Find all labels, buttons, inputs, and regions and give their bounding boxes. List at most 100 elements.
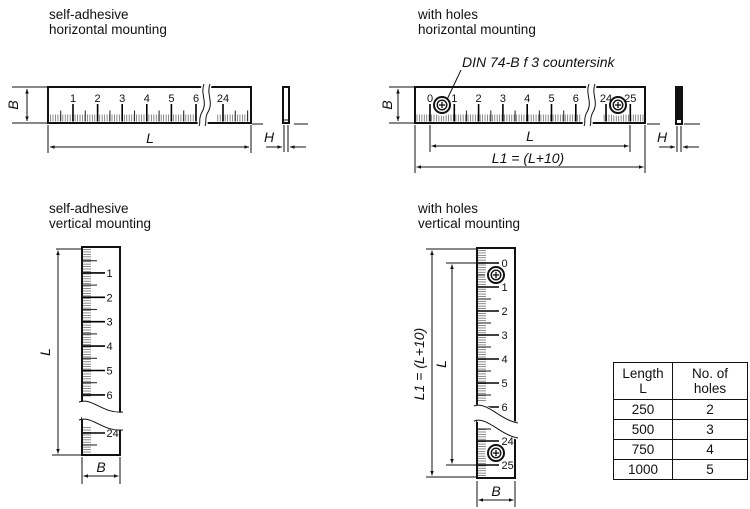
fig3-break-gap <box>75 401 124 430</box>
fig1-break-gap <box>197 82 213 129</box>
fig2-L1-label: L1 = (L+10) <box>492 150 564 166</box>
scale-number: 24 <box>502 436 514 448</box>
scale-number: 1 <box>502 282 508 294</box>
fig3-title: self-adhesive vertical mounting <box>49 201 151 231</box>
scale-number: 3 <box>107 317 113 329</box>
fig2-scale-numbers: 0 1 2 3 4 5 6 24 25 <box>427 93 636 105</box>
table-cell-holes: 4 <box>673 440 747 460</box>
countersink-inner-circle <box>490 447 502 459</box>
fig4-L1-label: L1 = (L+10) <box>411 328 427 400</box>
scale-number: 6 <box>573 93 579 105</box>
table-header-length-line2: L <box>639 381 647 396</box>
fig2-break-gap <box>582 82 598 129</box>
fig2-title: with holes horizontal mounting <box>418 7 536 37</box>
fig1-H-label: H <box>264 129 275 145</box>
fig4-break-line <box>473 419 519 439</box>
fig3-tick-marks <box>83 249 105 453</box>
fig4-B-label: B <box>491 483 500 499</box>
fig4-title-line2: vertical mounting <box>418 216 521 231</box>
fig2-horizontal-with-holes-ruler: 0 1 2 3 4 5 6 24 25 B L L1 = (L+10) H <box>379 69 700 173</box>
scale-number: 5 <box>502 378 508 390</box>
fig1-tick-marks <box>50 104 249 122</box>
fig2-tick-marks <box>416 104 644 122</box>
fig1-L-label: L <box>146 130 154 146</box>
table-cell-holes: 2 <box>673 400 747 420</box>
table-cell-holes: 3 <box>673 420 747 440</box>
scale-number: 24 <box>600 93 612 105</box>
table-cell-length: 1000 <box>614 460 673 479</box>
fig1-break-line <box>198 83 205 127</box>
fig2-B-label: B <box>379 100 395 109</box>
fig2-title-line2: horizontal mounting <box>418 22 536 37</box>
scale-number: 0 <box>427 93 433 105</box>
fig1-B-label: B <box>5 100 21 109</box>
fig2-break-line <box>583 83 590 127</box>
fig3-scale-numbers: 1 2 3 4 5 6 24 <box>107 268 119 440</box>
table-header-length-line1: Length <box>622 366 664 381</box>
fig3-break-line <box>78 400 124 413</box>
countersink-callout: DIN 74-B f 3 countersink <box>462 54 615 70</box>
fig1-break-line <box>204 83 211 127</box>
fig2-countersink-holes <box>431 94 629 116</box>
table-cell-length: 250 <box>614 400 673 420</box>
scale-number: 5 <box>548 93 554 105</box>
fig4-title: with holes vertical mounting <box>418 201 520 231</box>
fig4-title-line1: with holes <box>418 201 479 216</box>
fig2-callout-leader <box>447 69 462 99</box>
scale-number: 1 <box>107 268 113 280</box>
table-header-holes: No. of holes <box>673 363 747 400</box>
scale-number: 1 <box>451 93 457 105</box>
table-header-length: Length L <box>614 363 673 400</box>
fig2-H-label: H <box>657 129 668 145</box>
scale-number: 3 <box>500 93 506 105</box>
fig3-B-label: B <box>96 459 105 475</box>
fig1-side-view <box>282 86 290 124</box>
scale-number: 3 <box>119 93 125 105</box>
scale-number: 5 <box>168 93 174 105</box>
scale-number: 2 <box>107 292 113 304</box>
table-cell-holes: 5 <box>706 462 714 477</box>
fig2-break-line <box>589 83 596 127</box>
countersink-inner-circle <box>612 99 624 111</box>
scale-number: 2 <box>502 306 508 318</box>
fig3-title-line1: self-adhesive <box>49 201 129 216</box>
fig2-L-label: L <box>526 128 534 144</box>
fig1-title-line2: horizontal mounting <box>49 22 167 37</box>
table-cell-length: 500 <box>614 420 673 440</box>
fig1-title-line1: self-adhesive <box>49 7 129 22</box>
scale-number: 24 <box>107 428 119 440</box>
fig4-L-label: L <box>433 360 449 368</box>
scale-number: 5 <box>107 366 113 378</box>
scale-number: 2 <box>476 93 482 105</box>
scale-number: 1 <box>70 93 76 105</box>
scale-number: 25 <box>502 460 514 472</box>
table-cell-length: 750 <box>614 440 673 460</box>
fig2-title-line1: with holes <box>418 7 479 22</box>
fig4-break-line <box>473 404 519 424</box>
scale-number: 25 <box>624 93 636 105</box>
scale-number: 3 <box>502 330 508 342</box>
scale-number: 4 <box>502 354 508 366</box>
table-header-holes-line2: holes <box>693 381 727 396</box>
scale-number: 4 <box>144 93 150 105</box>
fig3-title-line2: vertical mounting <box>49 216 152 231</box>
fig2-side-view-fill <box>677 88 681 120</box>
scale-number: 24 <box>217 93 229 105</box>
scale-number: 4 <box>107 341 113 353</box>
scale-number: 4 <box>524 93 530 105</box>
scale-number: 0 <box>502 258 508 270</box>
countersink-inner-circle <box>490 269 502 281</box>
fig1-ruler-body <box>47 86 252 124</box>
fig1-title: self-adhesive horizontal mounting <box>49 7 167 37</box>
countersink-inner-circle <box>436 99 448 111</box>
scale-number: 6 <box>193 93 199 105</box>
fig4-break-gap <box>470 404 521 440</box>
holes-table: Length L No. of holes 250 2 500 3 750 4 … <box>613 362 748 480</box>
scale-number: 6 <box>107 390 113 402</box>
